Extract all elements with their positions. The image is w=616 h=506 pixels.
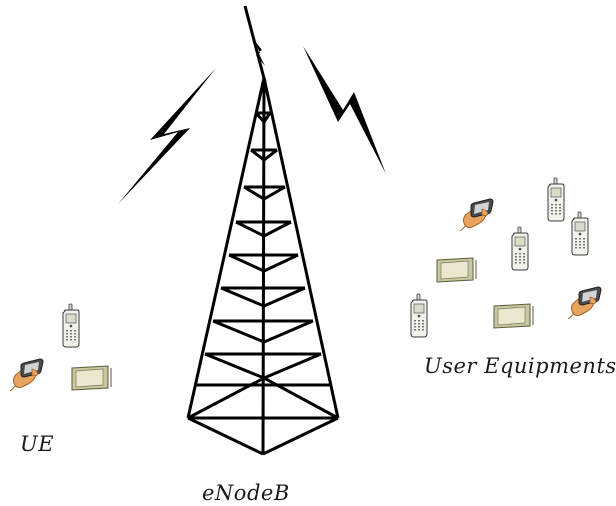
tablet-icon (436, 257, 477, 283)
ue-group (9, 303, 112, 392)
lightning-bolt-right-icon (303, 46, 386, 174)
lattice-tower-icon (186, 77, 340, 456)
lightning-bolt-left-icon (118, 68, 216, 204)
mobile-phone-icon (511, 226, 529, 271)
tablet-icon (493, 303, 534, 329)
hand-held-pda-icon (9, 358, 44, 392)
ue-label: UE (20, 432, 55, 456)
hand-held-pda-icon (459, 198, 494, 232)
hand-held-pda-icon (567, 286, 602, 320)
enodeb-label: eNodeB (202, 481, 290, 505)
mobile-phone-icon (410, 293, 428, 338)
antenna-mast (243, 5, 267, 83)
mobile-phone-icon (547, 177, 565, 222)
user-equipments-label: User Equipments (424, 354, 616, 378)
mobile-phone-icon (62, 303, 80, 348)
tablet-icon (71, 365, 112, 391)
mobile-phone-icon (571, 211, 589, 256)
user-equipments-group (410, 177, 602, 338)
